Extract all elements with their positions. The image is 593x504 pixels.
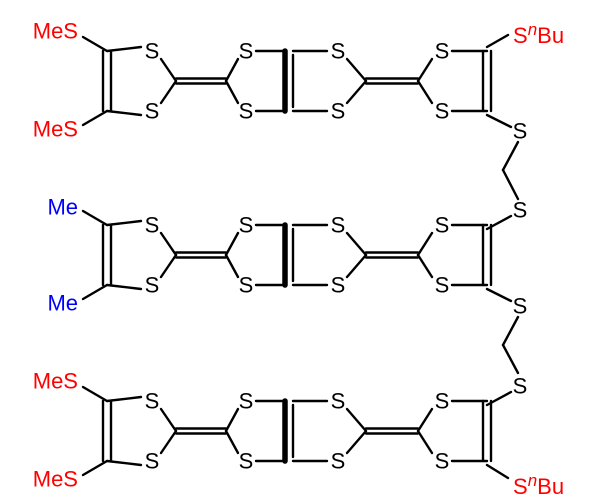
- mes-substituent: MeS: [33, 19, 78, 44]
- ring4-bond: [416, 57, 434, 83]
- ring1-bond: [105, 219, 143, 227]
- ring1-bond: [159, 231, 178, 257]
- sulfur-atom: S: [331, 99, 346, 124]
- atom-labels: SSSSSSSSMeSMeSSSSSSSSSMeMeSSSSSSSSMeSMeS…: [33, 19, 564, 499]
- sulfur-atom: S: [435, 389, 450, 414]
- ring1-bond: [105, 45, 143, 53]
- ring2-bond: [224, 57, 240, 83]
- sulfur-atom: S: [331, 213, 346, 238]
- ring1-bond: [159, 253, 178, 279]
- sbu-label-part: S: [513, 474, 528, 499]
- sulfur-atom: S: [331, 389, 346, 414]
- sulfur-atom: S: [145, 39, 160, 64]
- substituent-bond: [81, 459, 109, 477]
- linker-bond: [485, 287, 513, 303]
- ring4-bond: [416, 231, 434, 257]
- ring1-bond: [159, 429, 178, 455]
- ring2-bond: [224, 407, 240, 433]
- mes-substituent: MeS: [33, 467, 78, 492]
- linker-bond: [501, 343, 520, 375]
- sulfur-atom: S: [239, 213, 254, 238]
- linker-bond: [485, 113, 513, 129]
- sbu-substituent-top: SnBu: [513, 20, 564, 48]
- sulfur-atom: S: [331, 39, 346, 64]
- ring4-bond: [416, 429, 434, 455]
- sulfur-atom: S: [513, 119, 528, 144]
- sulfur-atom: S: [239, 389, 254, 414]
- ring2-bond: [224, 429, 240, 455]
- sulfur-atom: S: [239, 39, 254, 64]
- linker-bond: [501, 315, 520, 347]
- sbu-substituent-bottom: SnBu: [513, 471, 564, 499]
- sulfur-atom: S: [331, 449, 346, 474]
- bond-lines: [81, 33, 520, 480]
- sulfur-atom: S: [513, 198, 528, 223]
- ring3-bond: [345, 79, 368, 105]
- mes-substituent: MeS: [33, 369, 78, 394]
- ring2-bond: [224, 231, 240, 257]
- sbu-bond: [485, 33, 510, 49]
- ring2-bond: [224, 253, 240, 279]
- ring1-bond: [159, 407, 178, 433]
- sulfur-atom: S: [239, 273, 254, 298]
- substituent-bond: [81, 283, 109, 301]
- sulfur-atom: S: [145, 389, 160, 414]
- substituent-bond: [81, 109, 109, 127]
- ring1-bond: [105, 283, 143, 291]
- sbu-bond: [485, 463, 510, 480]
- ring1-bond: [105, 395, 143, 403]
- sbu-label-part: Bu: [537, 23, 564, 48]
- ring2-bond: [224, 79, 240, 105]
- ring4-bond: [416, 407, 434, 433]
- sulfur-atom: S: [435, 273, 450, 298]
- sulfur-atom: S: [145, 449, 160, 474]
- ring3-bond: [345, 57, 368, 83]
- ring3-bond: [345, 253, 368, 279]
- sbu-label-part: n: [528, 471, 537, 490]
- sulfur-atom: S: [145, 99, 160, 124]
- ring1-bond: [105, 109, 143, 117]
- sulfur-atom: S: [239, 449, 254, 474]
- substituent-bond: [81, 385, 109, 403]
- sulfur-atom: S: [435, 213, 450, 238]
- sulfur-atom: S: [331, 273, 346, 298]
- sulfur-atom: S: [435, 449, 450, 474]
- sulfur-atom: S: [435, 99, 450, 124]
- substituent-bond: [81, 35, 109, 53]
- ring3-bond: [345, 429, 368, 455]
- sbu-label-part: Bu: [537, 474, 564, 499]
- ring1-bond: [159, 79, 178, 105]
- substituent-bond: [81, 209, 109, 227]
- ring3-bond: [345, 231, 368, 257]
- sulfur-atom: S: [513, 294, 528, 319]
- linker-bond: [501, 168, 520, 201]
- sbu-label-part: n: [528, 20, 537, 39]
- ring4-bond: [416, 253, 434, 279]
- sulfur-atom: S: [513, 374, 528, 399]
- linker-bond: [501, 140, 520, 172]
- sulfur-atom: S: [145, 213, 160, 238]
- ring1-bond: [105, 459, 143, 467]
- linker-bond: [485, 390, 513, 407]
- ring3-bond: [345, 407, 368, 433]
- ring1-bond: [159, 57, 178, 83]
- sulfur-atom: S: [435, 39, 450, 64]
- ring4-bond: [416, 79, 434, 105]
- sulfur-atom: S: [239, 99, 254, 124]
- sulfur-atom: S: [145, 273, 160, 298]
- mes-substituent: MeS: [33, 117, 78, 142]
- me-substituent: Me: [47, 291, 78, 316]
- sbu-label-part: S: [513, 23, 528, 48]
- linker-bond: [485, 214, 513, 231]
- me-substituent: Me: [47, 195, 78, 220]
